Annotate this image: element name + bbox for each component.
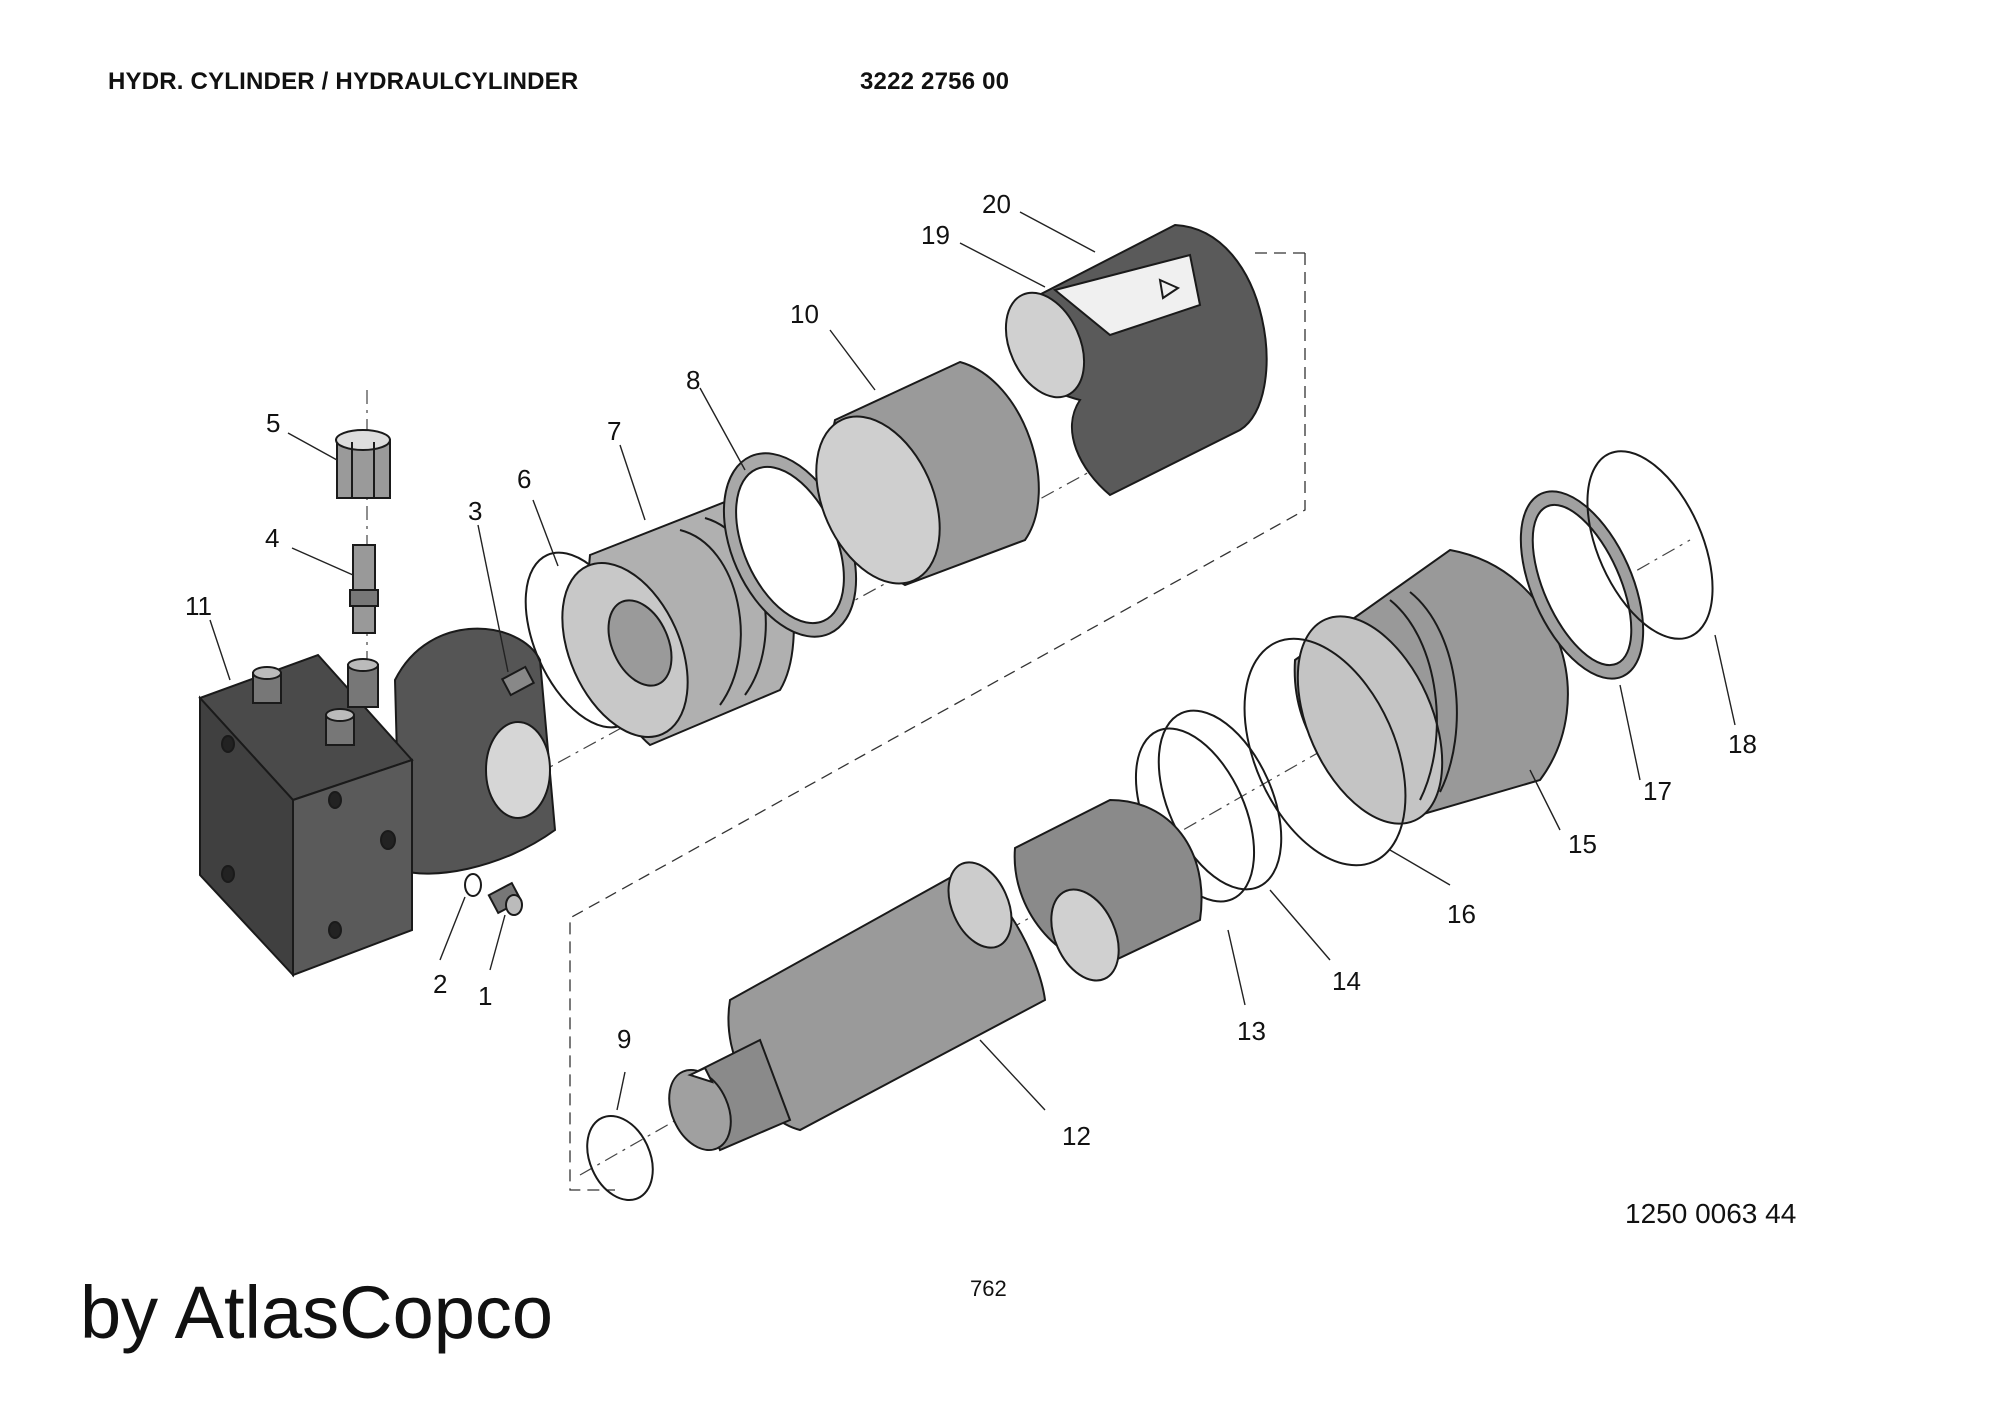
- leader-lines: [209, 211, 1736, 1111]
- callout-11: 11: [185, 591, 212, 621]
- rod-gland: [1013, 798, 1203, 982]
- screw-1: [487, 881, 523, 916]
- callout-7: 7: [607, 416, 621, 446]
- callout-10: 10: [790, 299, 819, 329]
- nut-5: [335, 429, 391, 499]
- ring-18: [1586, 450, 1714, 640]
- callout-8: 8: [686, 365, 700, 395]
- callout-12: 12: [1062, 1121, 1091, 1151]
- cylinder-head-20: [1004, 223, 1268, 497]
- o-ring-9: [586, 1114, 654, 1202]
- callout-4: 4: [265, 523, 279, 553]
- drawing-reference: 1250 0063 44: [1625, 1198, 1797, 1229]
- callout-2: 2: [433, 969, 447, 999]
- callout-14: 14: [1332, 966, 1361, 996]
- callout-15: 15: [1568, 829, 1597, 859]
- atlas-copco-watermark: by AtlasCopco: [80, 1271, 554, 1354]
- callout-6: 6: [517, 464, 531, 494]
- stud-4: [349, 544, 379, 634]
- callout-3: 3: [468, 496, 482, 526]
- assembly-boundary: [569, 253, 1306, 1191]
- o-ring-2: [464, 873, 482, 897]
- callout-9: 9: [617, 1024, 631, 1054]
- callout-labels: 1 2 3 4 5 6 7 8 9 10 11 12 13 14 15 16 1…: [185, 189, 1757, 1151]
- plug-3: [500, 665, 536, 697]
- page-number: 762: [970, 1276, 1007, 1301]
- label-19: [1052, 253, 1202, 337]
- valve-block-11: [198, 627, 557, 978]
- callout-16: 16: [1447, 899, 1476, 929]
- cylinder-tube-15: [1293, 548, 1569, 825]
- callout-5: 5: [266, 408, 280, 438]
- callout-13: 13: [1237, 1016, 1266, 1046]
- piston-rod-12: [668, 861, 1047, 1152]
- callout-1: 1: [478, 981, 492, 1011]
- part-number: 3222 2756 00: [860, 68, 1010, 95]
- callout-18: 18: [1728, 729, 1757, 759]
- callout-20: 20: [982, 189, 1011, 219]
- bushing-10: [815, 360, 1040, 587]
- page-title: HYDR. CYLINDER / HYDRAULCYLINDER: [108, 68, 579, 95]
- callout-17: 17: [1643, 776, 1672, 806]
- ring-14: [1157, 709, 1283, 891]
- ring-16: [1243, 637, 1407, 867]
- callout-19: 19: [921, 220, 950, 250]
